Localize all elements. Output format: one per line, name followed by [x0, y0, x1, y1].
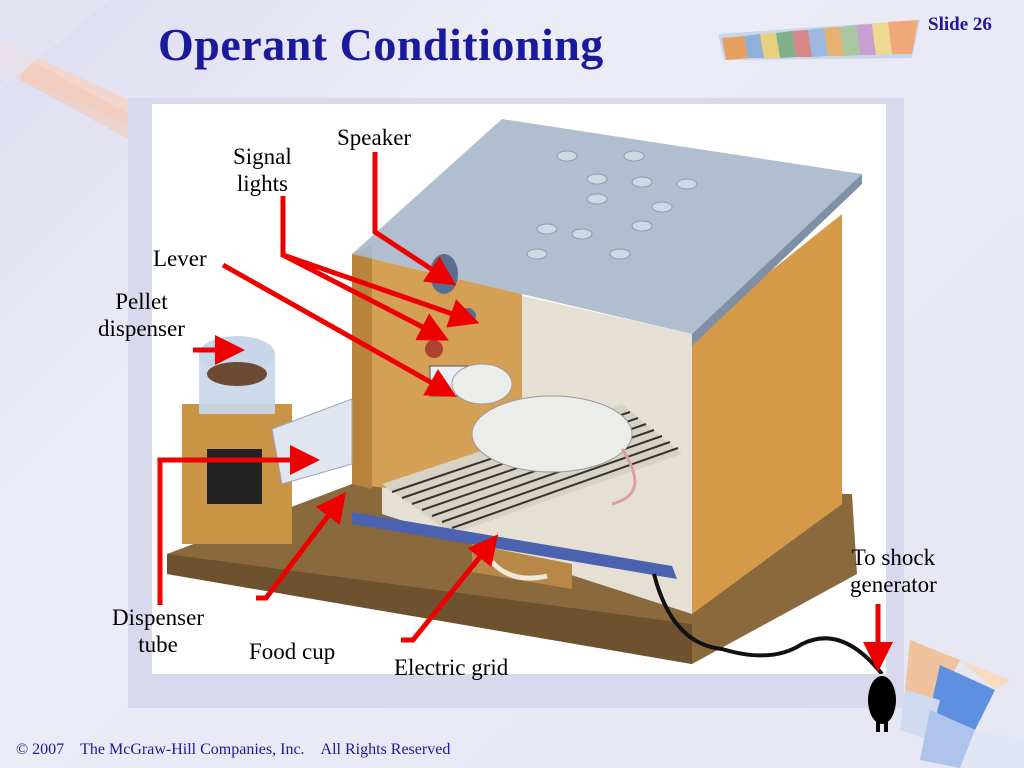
label-electric-grid: Electric grid: [394, 655, 509, 680]
label-signal-lights-line1: Signal: [233, 144, 292, 169]
box-roof: [352, 119, 862, 334]
shock-cord: [652, 573, 884, 674]
label-lever: Lever: [153, 246, 207, 271]
slide-number: Slide 26: [928, 14, 992, 35]
signal-light-bottom: [425, 340, 443, 358]
signal-light-top: [460, 308, 476, 324]
label-food-cup: Food cup: [249, 639, 336, 664]
label-signal-lights: Signal lights: [233, 143, 292, 197]
corner-cube-graphic: [900, 640, 1024, 768]
footer-copyright: © 2007: [16, 741, 65, 758]
footer-rights: All Rights Reserved: [320, 741, 451, 758]
rat: [451, 363, 637, 506]
label-dispenser-tube: Dispenser tube: [112, 604, 204, 658]
label-pellet-dispenser-line1: Pellet: [115, 289, 168, 314]
grid-rail: [352, 512, 677, 579]
right-wall: [692, 214, 842, 614]
label-dispenser-tube-line1: Dispenser: [112, 605, 204, 630]
speaker-grill: [430, 254, 458, 294]
label-signal-lights-line2: lights: [236, 171, 288, 196]
label-dispenser-tube-line2: tube: [138, 632, 178, 657]
label-shock-generator-line1: To shock: [851, 545, 936, 570]
label-shock-generator: To shock generator: [850, 544, 937, 598]
book-stack-graphic: [718, 20, 920, 60]
label-pellet-dispenser-line2: dispenser: [98, 316, 185, 341]
footer-company: The McGraw-Hill Companies, Inc.: [80, 741, 305, 758]
label-speaker: Speaker: [337, 125, 412, 150]
label-pellet-dispenser: Pellet dispenser: [98, 288, 185, 342]
footer: © 2007 The McGraw-Hill Companies, Inc. All…: [16, 741, 466, 759]
label-shock-generator-line2: generator: [850, 572, 937, 597]
slide-title: Operant Conditioning: [158, 19, 604, 70]
